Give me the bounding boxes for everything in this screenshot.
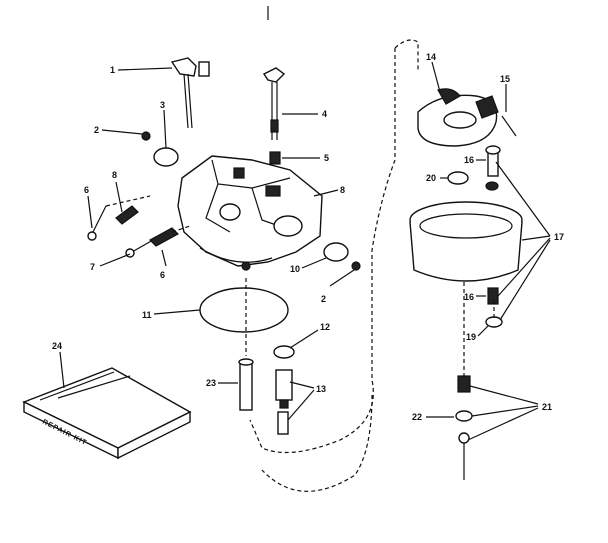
part-10-choke-plate	[323, 242, 349, 262]
callout-20: 20	[426, 173, 436, 183]
callout-8b: 8	[340, 185, 345, 195]
callout-4: 4	[322, 109, 327, 119]
callout-8a: 8	[112, 170, 117, 180]
part-6-screw-a	[87, 205, 107, 241]
callout-17: 17	[554, 232, 564, 242]
part-3-throttle-plate	[153, 147, 179, 167]
callout-22: 22	[412, 412, 422, 422]
part-21-drain-screw	[455, 375, 473, 480]
part-19-washer	[485, 316, 503, 328]
callout-11: 11	[142, 310, 152, 320]
callout-14: 14	[426, 52, 436, 62]
callout-15: 15	[500, 74, 510, 84]
callout-10: 10	[290, 264, 300, 274]
bowl-assembly-outline-2	[261, 394, 373, 492]
callout-2a: 2	[94, 125, 99, 135]
part-8-spring-b	[149, 227, 179, 247]
part-5-spring	[269, 151, 281, 165]
part-4-choke-shaft	[262, 67, 286, 140]
callout-19: 19	[466, 332, 476, 342]
part-16-screw-b	[487, 287, 499, 305]
part-8-spring-a	[115, 205, 139, 225]
part-11-bowl-gasket	[199, 287, 289, 333]
callout-1: 1	[110, 65, 115, 75]
callout-7: 7	[90, 262, 95, 272]
leader-lines	[59, 61, 551, 441]
part-13-main-jet	[275, 369, 293, 435]
part-1-throttle-shaft	[170, 57, 210, 129]
part-20-washer	[447, 171, 469, 185]
bowl-assembly-outline	[249, 39, 419, 454]
callout-2b: 2	[321, 294, 326, 304]
part-12-o-ring	[273, 345, 295, 359]
callout-23: 23	[206, 378, 216, 388]
carburetor-body	[177, 155, 323, 271]
callout-13: 13	[316, 384, 326, 394]
part-17-float-bowl	[409, 201, 523, 282]
part-2-screw-b	[351, 261, 361, 271]
part-15-float-pin	[501, 115, 517, 137]
part-14-float	[417, 88, 499, 147]
callout-21: 21	[542, 402, 552, 412]
callout-12: 12	[320, 322, 330, 332]
callout-16b: 16	[464, 292, 474, 302]
callout-6b: 6	[160, 270, 165, 280]
callout-16a: 16	[464, 155, 474, 165]
callout-24: 24	[52, 341, 62, 351]
part-2-screw-a	[141, 131, 151, 141]
part-16-screw-a	[485, 145, 501, 191]
callout-6a: 6	[84, 185, 89, 195]
callout-3: 3	[160, 100, 165, 110]
callout-5: 5	[324, 153, 329, 163]
part-24-repair-kit: REPAIR KIT	[22, 367, 192, 460]
part-23-fuel-inlet	[238, 358, 254, 411]
